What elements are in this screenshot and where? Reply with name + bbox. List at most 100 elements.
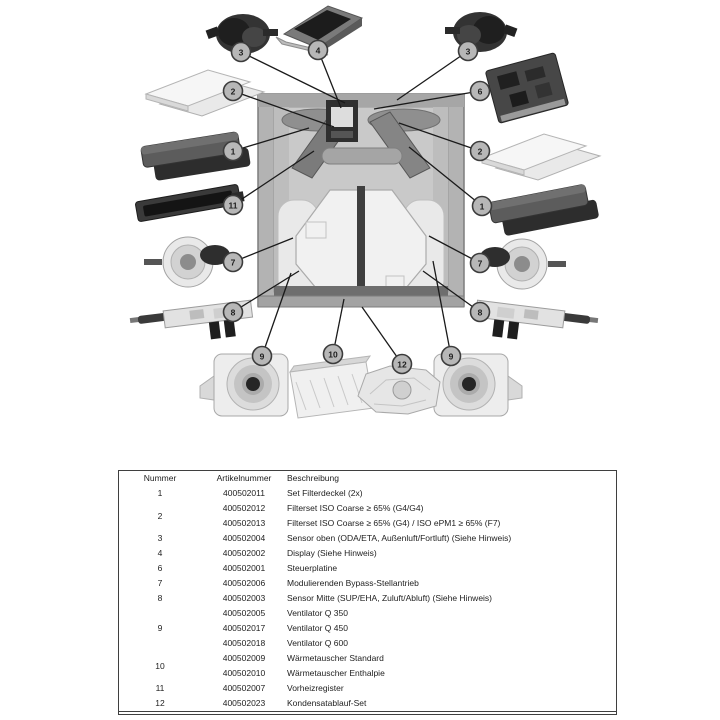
- callout-9-right: 9: [440, 345, 462, 367]
- cell-nummer: 10: [155, 660, 165, 671]
- callout-11: 11: [222, 194, 244, 216]
- callout-label: 9: [449, 351, 454, 361]
- unit-bypass-drum: [321, 147, 403, 165]
- table-row: 400502017 Ventilator Q 450: [119, 621, 616, 636]
- callout-7-left: 7: [222, 251, 244, 273]
- cell-nummer: 11: [155, 683, 165, 694]
- table-row: 10 400502009 Wärmetauscher Standard: [119, 651, 616, 670]
- callout-8-left: 8: [222, 301, 244, 323]
- cell-beschreibung: Set Filterdeckel (2x): [287, 488, 363, 499]
- cell-beschreibung: Filterset ISO Coarse ≥ 65% (G4/G4): [287, 503, 424, 514]
- part-bypass-actuator-left: [144, 236, 230, 288]
- callout-label: 7: [478, 258, 483, 268]
- part-sensor-top-left: [205, 14, 278, 54]
- cell-nummer: 4: [157, 548, 163, 559]
- callout-7-right: 7: [469, 252, 491, 274]
- callout-1-right: 1: [471, 195, 493, 217]
- callout-10: 10: [322, 343, 344, 365]
- cell-artikelnummer: 400502009: [222, 653, 266, 664]
- cell-beschreibung: Display (Siehe Hinweis): [287, 548, 377, 559]
- cell-artikelnummer: 400502023: [201, 696, 287, 712]
- callout-label: 8: [478, 307, 483, 317]
- cell-artikelnummer: 400502010: [222, 668, 266, 679]
- cell-nummer: 6: [157, 563, 163, 574]
- header-beschreibung: Beschreibung: [287, 473, 339, 484]
- table-row: 3 400502004 Sensor oben (ODA/ETA, Außenl…: [119, 531, 616, 546]
- callout-label: 2: [231, 86, 236, 96]
- table-row: 11 400502007 Vorheizregister: [119, 681, 616, 696]
- cell-nummer: 2: [157, 510, 163, 521]
- table-row: 400502013 Filterset ISO Coarse ≥ 65% (G4…: [119, 516, 616, 531]
- cell-artikelnummer: 400502001: [222, 563, 266, 574]
- unit-casing: [257, 93, 465, 308]
- callout-label: 8: [231, 307, 236, 317]
- cell-artikelnummer: 400502005: [222, 608, 266, 619]
- cell-artikelnummer: 400502017: [222, 623, 266, 634]
- callout-3-top-right: 3: [457, 40, 479, 62]
- table-row: 2 400502012 Filterset ISO Coarse ≥ 65% (…: [119, 501, 616, 520]
- cell-nummer: 7: [157, 578, 163, 589]
- cell-beschreibung: Ventilator Q 350: [287, 608, 348, 619]
- part-sensor-middle-right: [474, 299, 599, 340]
- cell-artikelnummer: 400502013: [222, 518, 266, 529]
- callout-2-right: 2: [469, 140, 491, 162]
- table-row: 400502018 Ventilator Q 600: [119, 636, 616, 651]
- cell-nummer: 1: [157, 488, 163, 499]
- callout-8-right: 8: [469, 301, 491, 323]
- callout-9-left: 9: [251, 345, 273, 367]
- cell-beschreibung: Filterset ISO Coarse ≥ 65% (G4) / ISO eP…: [287, 518, 501, 529]
- leader-lines: [232, 49, 483, 365]
- cell-beschreibung: Kondensatablauf-Set: [287, 696, 616, 712]
- cell-beschreibung: Ventilator Q 450: [287, 623, 348, 634]
- callout-label: 2: [478, 146, 483, 156]
- cell-artikelnummer: 400502007: [222, 683, 266, 694]
- part-filter-cover-right: [488, 184, 599, 236]
- cell-artikelnummer: 400502004: [222, 533, 266, 544]
- callout-4: 4: [307, 39, 329, 61]
- cell-beschreibung: Sensor Mitte (SUP/EHA, Zuluft/Abluft) (S…: [287, 593, 493, 604]
- cell-nummer: 8: [157, 593, 163, 604]
- cell-beschreibung: Wärmetauscher Enthalpie: [287, 668, 385, 679]
- callout-label: 3: [239, 47, 244, 57]
- cell-nummer: 12: [119, 696, 201, 712]
- callout-label: 4: [316, 45, 321, 55]
- cell-artikelnummer: 400502011: [223, 488, 265, 499]
- table-header-row: Nummer Artikelnummer Beschreibung: [119, 471, 616, 486]
- table-row: 4 400502002 Display (Siehe Hinweis): [119, 546, 616, 561]
- cell-beschreibung: Ventilator Q 600: [287, 638, 348, 649]
- table-row: 400502010 Wärmetauscher Enthalpie: [119, 666, 616, 681]
- table-row: 8 400502003 Sensor Mitte (SUP/EHA, Zuluf…: [119, 591, 616, 606]
- unit-filter-cover-right: [369, 111, 431, 179]
- callout-label: 6: [478, 86, 483, 96]
- table-row: 12 400502023 Kondensatablauf-Set: [119, 696, 616, 712]
- table-row: 7 400502006 Modulierenden Bypass-Stellan…: [119, 576, 616, 591]
- part-ventilator-left: [199, 353, 289, 417]
- part-ventilator-right: [433, 353, 523, 417]
- callout-label: 7: [231, 257, 236, 267]
- table-row: 9 400502005 Ventilator Q 350: [119, 606, 616, 633]
- callout-12: 12: [391, 353, 413, 375]
- cell-nummer: 3: [157, 533, 163, 544]
- table-row: 6 400502001 Steuerplatine: [119, 561, 616, 576]
- cell-nummer: 9: [157, 623, 163, 634]
- cell-beschreibung: Steuerplatine: [287, 563, 338, 574]
- callout-3-top-left: 3: [230, 41, 252, 63]
- cell-artikelnummer: 400502006: [222, 578, 266, 589]
- callout-1-left: 1: [222, 140, 244, 162]
- part-bypass-actuator-right: [480, 238, 566, 290]
- part-condensate-set: [357, 365, 441, 415]
- table-row: 1 400502011 Set Filterdeckel (2x): [119, 486, 616, 501]
- callout-label: 9: [260, 351, 265, 361]
- cell-artikelnummer: 400502002: [222, 548, 266, 559]
- parts-table: Nummer Artikelnummer Beschreibung 1 4005…: [118, 470, 617, 715]
- header-nummer: Nummer: [143, 473, 177, 484]
- cell-beschreibung: Vorheizregister: [287, 683, 344, 694]
- part-sensor-top-right: [445, 12, 518, 52]
- callout-label: 3: [466, 46, 471, 56]
- header-artikelnummer: Artikelnummer: [216, 473, 272, 484]
- callout-label: 1: [231, 146, 236, 156]
- part-filterset-right: [480, 133, 602, 181]
- cell-artikelnummer: 400502012: [222, 503, 266, 514]
- callout-label: 1: [480, 201, 485, 211]
